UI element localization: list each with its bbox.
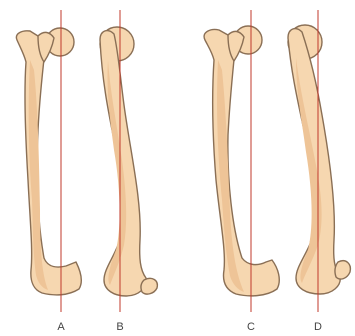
femur-d-patella: [335, 261, 350, 279]
panel-label-a: A: [57, 321, 65, 333]
femur-panel-c: [204, 10, 279, 312]
panel-label-d: D: [314, 321, 322, 333]
femur-a-shaft: [16, 31, 81, 295]
femur-c-shaft: [204, 29, 279, 295]
femur-panel-b: [100, 10, 157, 312]
femur-b-patella: [141, 278, 157, 294]
femur-b-shaft: [100, 31, 146, 296]
femur-panel-d: [288, 10, 350, 312]
panel-label-c: C: [247, 321, 255, 333]
panel-label-b: B: [116, 321, 123, 333]
femur-panel-a: [16, 10, 81, 312]
